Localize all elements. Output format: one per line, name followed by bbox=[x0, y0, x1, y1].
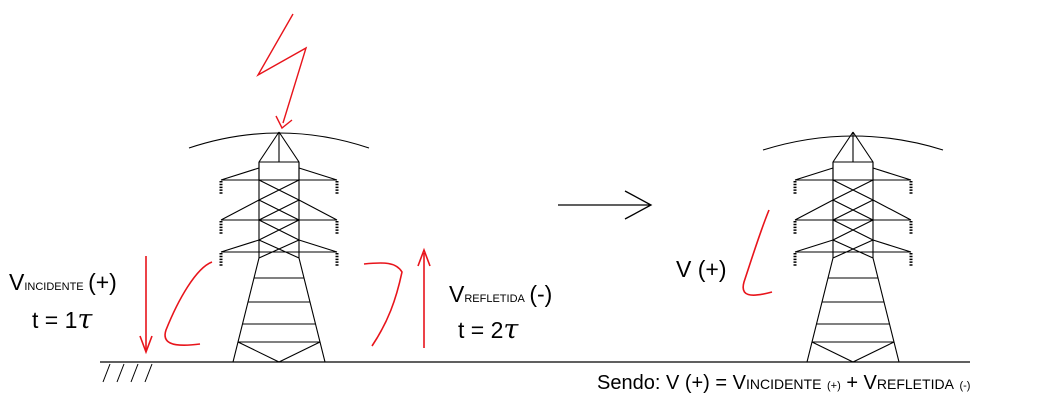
tau-symbol-1: τ bbox=[77, 304, 93, 335]
equation-incident-sub: INCIDENTE bbox=[745, 376, 822, 392]
incident-time-label: t = 1τ bbox=[32, 306, 92, 333]
lightning-bolt-icon bbox=[256, 13, 308, 124]
reflected-wave bbox=[363, 262, 403, 347]
reflected-arrow bbox=[417, 247, 431, 348]
reflected-time-text: t = 2 bbox=[458, 317, 504, 343]
incident-wave bbox=[164, 261, 213, 346]
transmission-tower-left bbox=[188, 131, 370, 363]
equation-line: Sendo: V (+) = VINCIDENTE (+) + VREFLETI… bbox=[597, 373, 970, 393]
incident-subscript: INCIDENTE bbox=[24, 281, 84, 293]
tau-symbol-2: τ bbox=[503, 314, 519, 345]
reflected-v-symbol: V bbox=[449, 281, 465, 307]
equation-prefix: Sendo: V (+) = V bbox=[597, 372, 746, 394]
reflected-subscript: REFLETIDA bbox=[464, 293, 525, 305]
incident-voltage-label: VINCIDENTE (+) bbox=[9, 271, 117, 294]
reflected-time-label: t = 2τ bbox=[458, 316, 518, 343]
equation-reflected-sign: (-) bbox=[959, 380, 971, 392]
reflected-voltage-label: VREFLETIDA (-) bbox=[449, 283, 552, 306]
resulting-wave bbox=[742, 209, 773, 296]
incident-time-text: t = 1 bbox=[32, 307, 78, 333]
reflected-sign: (-) bbox=[529, 281, 553, 307]
equation-incident-sign: (+) bbox=[827, 380, 841, 392]
resulting-voltage-label: V (+) bbox=[676, 256, 727, 282]
equation-plus: + V bbox=[846, 372, 877, 394]
transmission-tower-right bbox=[762, 131, 944, 363]
equation-reflected-sub: REFLETIDA bbox=[876, 376, 954, 392]
transition-arrow bbox=[558, 190, 653, 220]
incident-arrow bbox=[139, 256, 153, 355]
ground-hatch bbox=[102, 363, 153, 383]
incident-v-symbol: V bbox=[9, 269, 25, 295]
incident-sign: (+) bbox=[88, 269, 117, 295]
